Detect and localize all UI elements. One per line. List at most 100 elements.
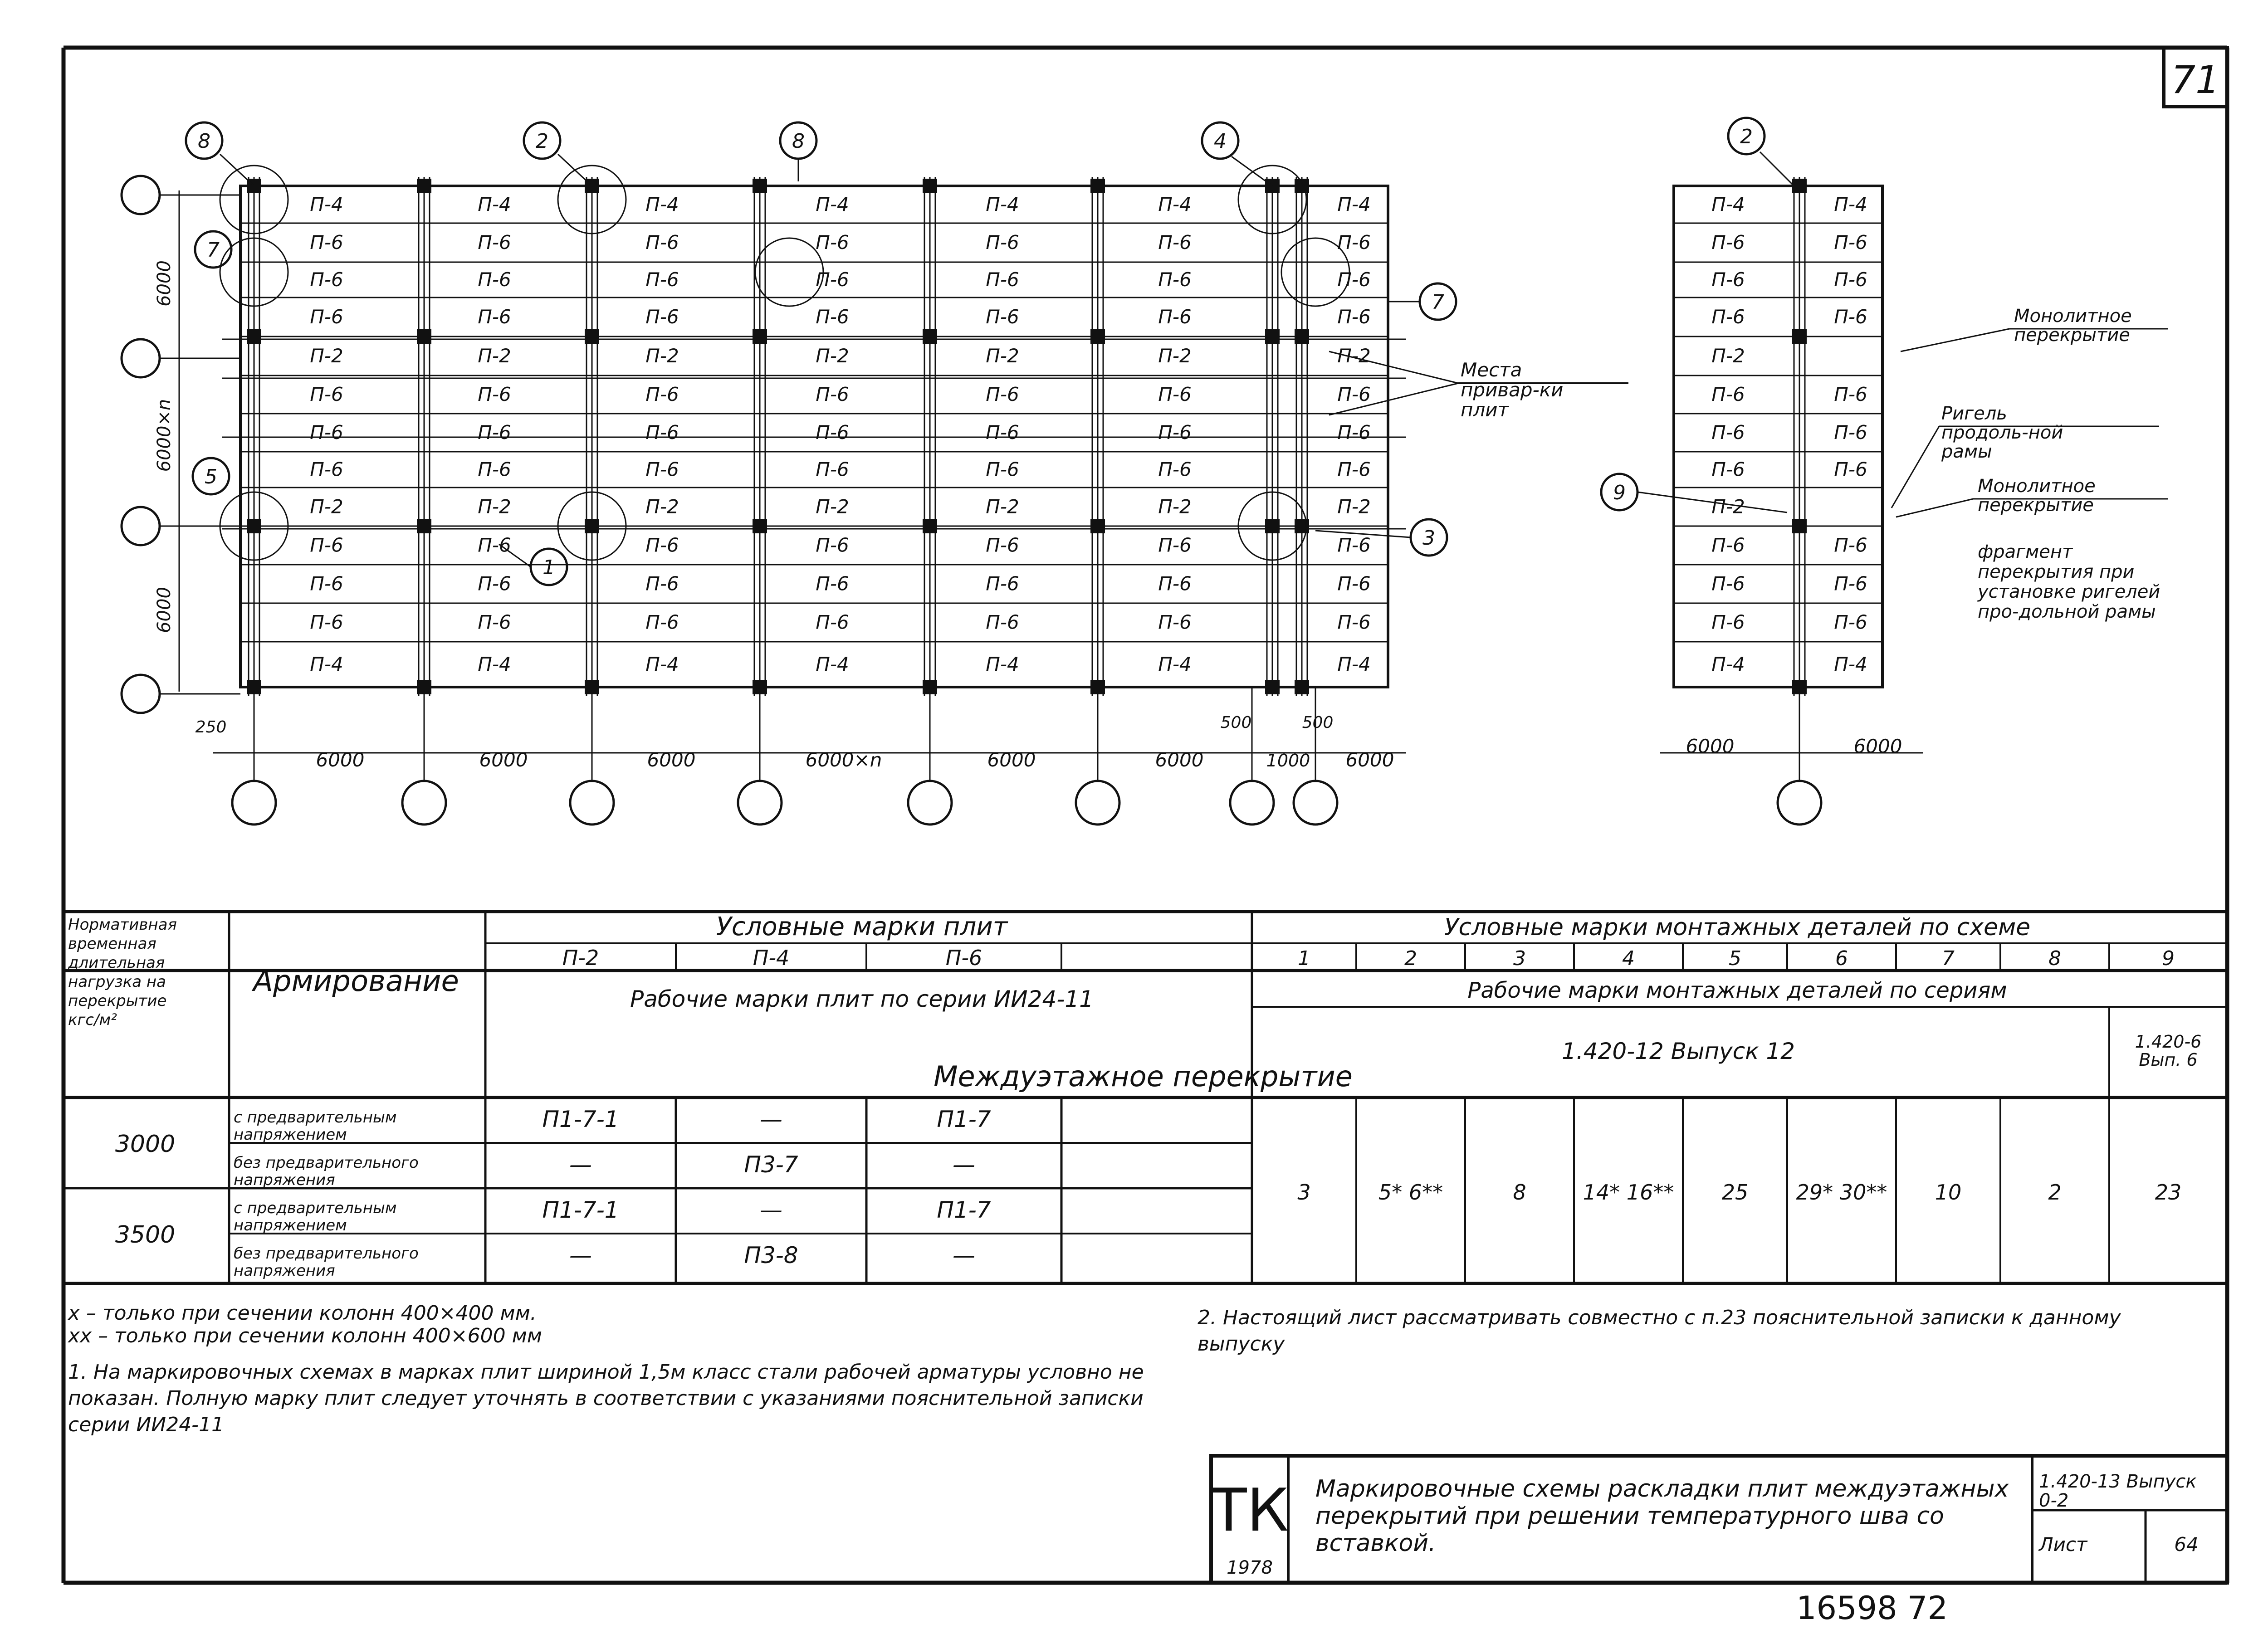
column-node (1090, 329, 1105, 344)
callout-circle (185, 121, 224, 160)
head-reinforcement: Армирование (251, 965, 459, 998)
title-block: ТК 1978 Маркировочные схемы раскладки пл… (1209, 1454, 2229, 1585)
slab-label: П-4 (310, 193, 343, 215)
column-node (753, 179, 767, 193)
sheet-label: Лист (2038, 1533, 2088, 1556)
slab-label: П-4 (478, 193, 511, 215)
note-1: 1. На маркировочных схемах в марках плит… (68, 1361, 1144, 1436)
slab-label: П-6 (478, 383, 511, 405)
column-axis-circle (1075, 780, 1121, 826)
slab-label: П-6 (478, 306, 511, 328)
slab-label: П-4 (1158, 193, 1191, 215)
row-axis-circle (120, 175, 161, 215)
callout-circle (194, 230, 233, 269)
load-value: 3000 (115, 1131, 175, 1158)
slab-label: П-6 (310, 306, 343, 328)
detail-value: 25 (1722, 1180, 1749, 1205)
slab-label: П-6 (1834, 611, 1867, 634)
slab-label: П-2 (645, 496, 679, 518)
column-node (1090, 179, 1105, 193)
callout-leader (499, 543, 531, 568)
detail-number: 1 (1298, 947, 1310, 970)
slab-label: П-2 (310, 345, 343, 367)
slab-label: П-6 (816, 611, 849, 634)
p2-mark: П1-7-1 (542, 1106, 619, 1132)
callout-leader (1637, 491, 1788, 513)
slab-label: П-2 (1711, 345, 1745, 367)
column-node (585, 329, 599, 344)
slab-label: П-6 (1337, 534, 1370, 556)
slab-label: П-4 (310, 653, 343, 675)
slab-label: П-6 (1711, 573, 1745, 595)
note-xx: xx – только при сечении колонн 400×600 м… (67, 1324, 542, 1347)
p6-mark: П1-7 (937, 1197, 991, 1223)
slab-label: П-2 (1337, 496, 1370, 518)
detail-circle (1281, 237, 1350, 307)
slab-label: П-6 (478, 421, 511, 444)
column-node (417, 519, 431, 533)
small-dim: 500 (1221, 713, 1252, 732)
slab-label: П-6 (478, 458, 511, 481)
p6-mark: — (953, 1151, 975, 1178)
slab-label: П-4 (816, 193, 849, 215)
column-axis-circle (231, 780, 277, 826)
detail-circle (754, 237, 824, 307)
column-node (923, 519, 937, 533)
slab-label: П-6 (986, 306, 1019, 328)
head-working-marks: Рабочие марки плит по серии ИИ24-11 (630, 986, 1094, 1012)
slab-label: П-4 (986, 193, 1019, 215)
slab-label: П-2 (1158, 345, 1191, 367)
slab-label: П-6 (1158, 421, 1191, 444)
year: 1978 (1227, 1557, 1273, 1578)
callout-circle (1201, 121, 1240, 160)
p2-mark: — (569, 1151, 592, 1178)
slab-label: П-6 (1834, 231, 1867, 254)
detail-number: 8 (2048, 947, 2061, 970)
slab-label: П-4 (986, 653, 1019, 675)
column-node (1265, 329, 1280, 344)
slab-label: П-4 (1337, 653, 1370, 675)
column-node (1295, 680, 1309, 694)
slab-label: П-6 (1158, 231, 1191, 254)
slab-label: П-6 (1337, 458, 1370, 481)
detail-circle (1237, 165, 1307, 234)
slab-type: П-2 (562, 946, 599, 970)
detail-value: 14* 16** (1583, 1180, 1674, 1205)
slab-label: П-6 (478, 268, 511, 291)
series-main: 1.420-12 Выпуск 12 (1562, 1038, 1795, 1064)
column-node (417, 179, 431, 193)
slab-label: П-2 (478, 496, 511, 518)
slab-label: П-6 (1711, 534, 1745, 556)
column-node (1090, 519, 1105, 533)
bottom-dim: 6000 (316, 749, 365, 771)
column-axis-circle (401, 780, 447, 826)
head-detail-marks: Условные марки монтажных деталей по схем… (1444, 914, 2030, 941)
callout-number: 7 (1432, 291, 1444, 314)
small-dim: 500 (1302, 713, 1334, 732)
detail-value: 23 (2155, 1180, 2182, 1205)
slab-label: П-2 (1158, 496, 1191, 518)
callout-number: 8 (792, 130, 805, 153)
column-node (1792, 329, 1807, 344)
slab-label: П-6 (1711, 383, 1745, 405)
p4-mark: П3-8 (744, 1242, 798, 1268)
slab-label: П-2 (986, 496, 1019, 518)
sheet-number: 64 (2174, 1533, 2198, 1556)
detail-number: 6 (1835, 947, 1848, 970)
slab-label: П-6 (1834, 421, 1867, 444)
head-load-line: длительная (68, 954, 165, 972)
callout-number: 4 (1214, 130, 1227, 153)
p6-mark: П1-7 (937, 1106, 991, 1132)
slab-label: П-6 (310, 383, 343, 405)
column-node (1265, 680, 1280, 694)
slab-label: П-2 (986, 345, 1019, 367)
column-node (585, 519, 599, 533)
slab-label: П-2 (816, 496, 849, 518)
